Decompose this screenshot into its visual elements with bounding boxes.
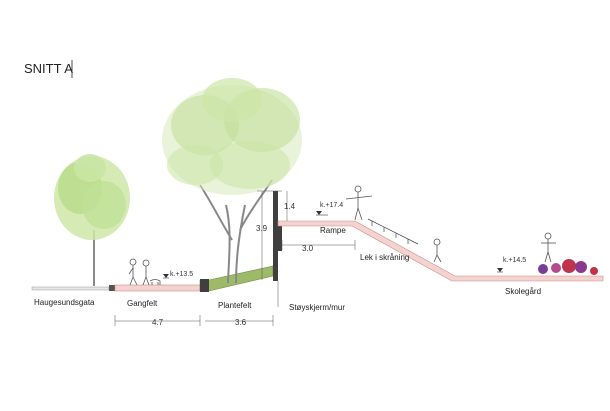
- label-haugesundsgata: Haugesundsgata: [34, 298, 95, 307]
- wall-top-ledge: [278, 221, 282, 251]
- level-marker-14-5: k.+14.5: [497, 257, 526, 273]
- label-skolegard: Skolegård: [505, 287, 541, 296]
- level-marker-17-4: k.+17.4: [316, 202, 343, 216]
- children-figures: [345, 185, 556, 263]
- dimension-3-0: 3.0: [302, 244, 314, 253]
- street-surface: [31, 286, 110, 291]
- pedestrian-figures: [128, 258, 161, 286]
- noise-wall: [273, 191, 278, 281]
- curb: [109, 285, 115, 291]
- dimension-lines: [114, 190, 356, 326]
- label-plantefelt: Plantefelt: [218, 301, 252, 310]
- ramp-surface: [277, 220, 604, 282]
- large-tree: [162, 78, 302, 284]
- section-title: SNITT A: [24, 61, 73, 76]
- dimension-3-6: 3.6: [235, 318, 247, 327]
- slope-railing: [367, 218, 419, 245]
- level-marker-13-5: k.+13.5: [163, 271, 193, 279]
- play-balls: [538, 259, 598, 275]
- label-stoyskjerm: Støyskjerm/mur: [289, 303, 345, 312]
- level-label-14-5: k.+14.5: [503, 257, 526, 264]
- level-label-17-4: k.+17.4: [320, 202, 343, 209]
- label-lek-i-skraning: Lek i skråning: [360, 253, 409, 262]
- planting-edge-wall: [200, 279, 209, 292]
- dimension-3-9: 3.9: [256, 224, 268, 233]
- dimension-1-4: 1.4: [284, 202, 296, 211]
- dimension-4-7: 4.7: [152, 318, 164, 327]
- footpath-surface: [114, 284, 201, 292]
- label-rampe: Rampe: [320, 226, 346, 235]
- street-tree: [54, 154, 130, 286]
- label-gangfelt: Gangfelt: [127, 299, 158, 308]
- level-label-13-5: k.+13.5: [170, 271, 193, 278]
